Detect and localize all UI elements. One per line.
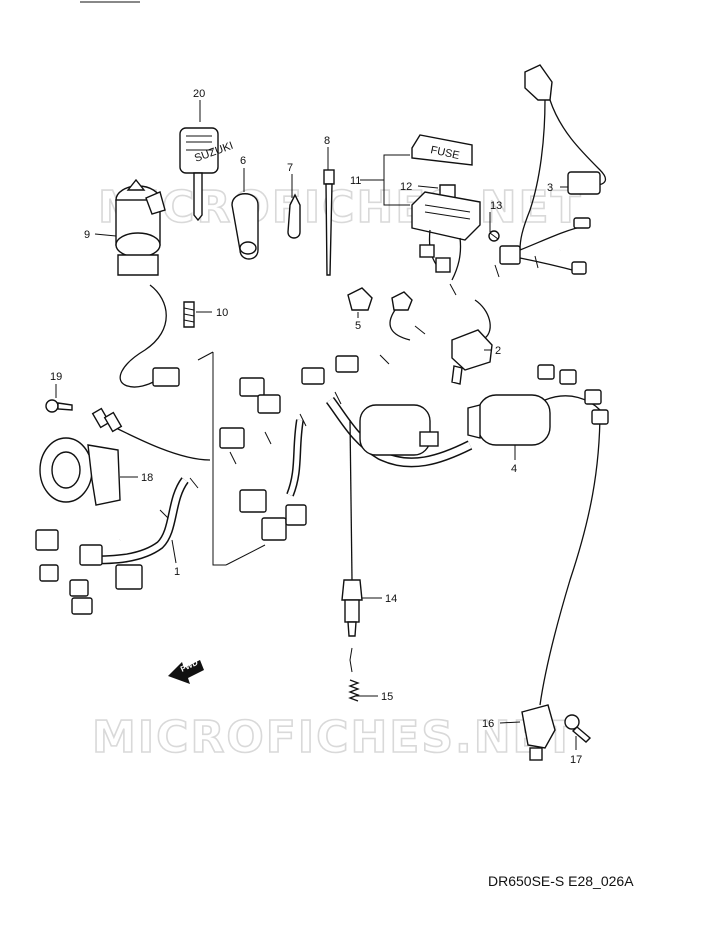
part-11-fuse-box: FUSE bbox=[411, 134, 481, 281]
watermark-bottom: MICROFICHES.NET bbox=[92, 712, 577, 763]
callout-3: 3 bbox=[547, 182, 553, 194]
part-17-screw bbox=[564, 714, 592, 743]
callout-12: 12 bbox=[400, 181, 412, 193]
callout-15: 15 bbox=[381, 691, 393, 703]
callout-18: 18 bbox=[141, 472, 153, 484]
part-19-bolt bbox=[45, 399, 73, 413]
part-3-relay bbox=[524, 64, 601, 195]
fuse-cover-text: FUSE bbox=[429, 144, 460, 162]
callout-5: 5 bbox=[355, 320, 361, 332]
part-10-bolt bbox=[183, 301, 195, 328]
callout-19: 19 bbox=[50, 371, 62, 383]
leader-lines bbox=[55, 100, 577, 750]
part-18-horn bbox=[39, 407, 123, 506]
callout-4: 4 bbox=[511, 463, 517, 475]
part-2-unit bbox=[451, 299, 493, 385]
part-13-screw bbox=[488, 230, 500, 242]
callout-13: 13 bbox=[490, 200, 502, 212]
part-4-ignition-coil bbox=[359, 394, 551, 456]
watermark-top: MICROFICHES.NET bbox=[98, 182, 583, 233]
part-14-switch bbox=[341, 579, 363, 637]
callout-10: 10 bbox=[216, 307, 228, 319]
callout-1: 1 bbox=[174, 566, 180, 578]
callout-6: 6 bbox=[240, 155, 246, 167]
part-9-ignition-switch bbox=[115, 178, 166, 276]
callout-labels: 20 6 7 8 11 12 13 3 9 10 5 2 19 18 4 1 1… bbox=[50, 88, 582, 766]
callout-16: 16 bbox=[482, 718, 494, 730]
callout-2: 2 bbox=[495, 345, 501, 357]
callout-14: 14 bbox=[385, 593, 397, 605]
callout-9: 9 bbox=[84, 229, 90, 241]
part-16-sidestand-switch bbox=[521, 704, 556, 761]
callout-17: 17 bbox=[570, 754, 582, 766]
main-harness bbox=[89, 99, 607, 706]
callout-20: 20 bbox=[193, 88, 205, 100]
part-20-key: SUZUKI bbox=[179, 127, 235, 222]
part-6-cover bbox=[231, 193, 259, 260]
fwd-arrow-icon: FWD bbox=[168, 658, 204, 684]
drawing-code: DR650SE-S E28_026A bbox=[488, 873, 634, 889]
part-8-cable-tie bbox=[323, 169, 335, 276]
part-15-spring bbox=[348, 647, 360, 702]
callout-7: 7 bbox=[287, 162, 293, 174]
callout-11: 11 bbox=[350, 175, 361, 187]
callout-8: 8 bbox=[324, 135, 330, 147]
part-5-socket bbox=[347, 287, 413, 341]
harness-connectors bbox=[35, 217, 609, 615]
part-7-clamp bbox=[287, 193, 301, 239]
